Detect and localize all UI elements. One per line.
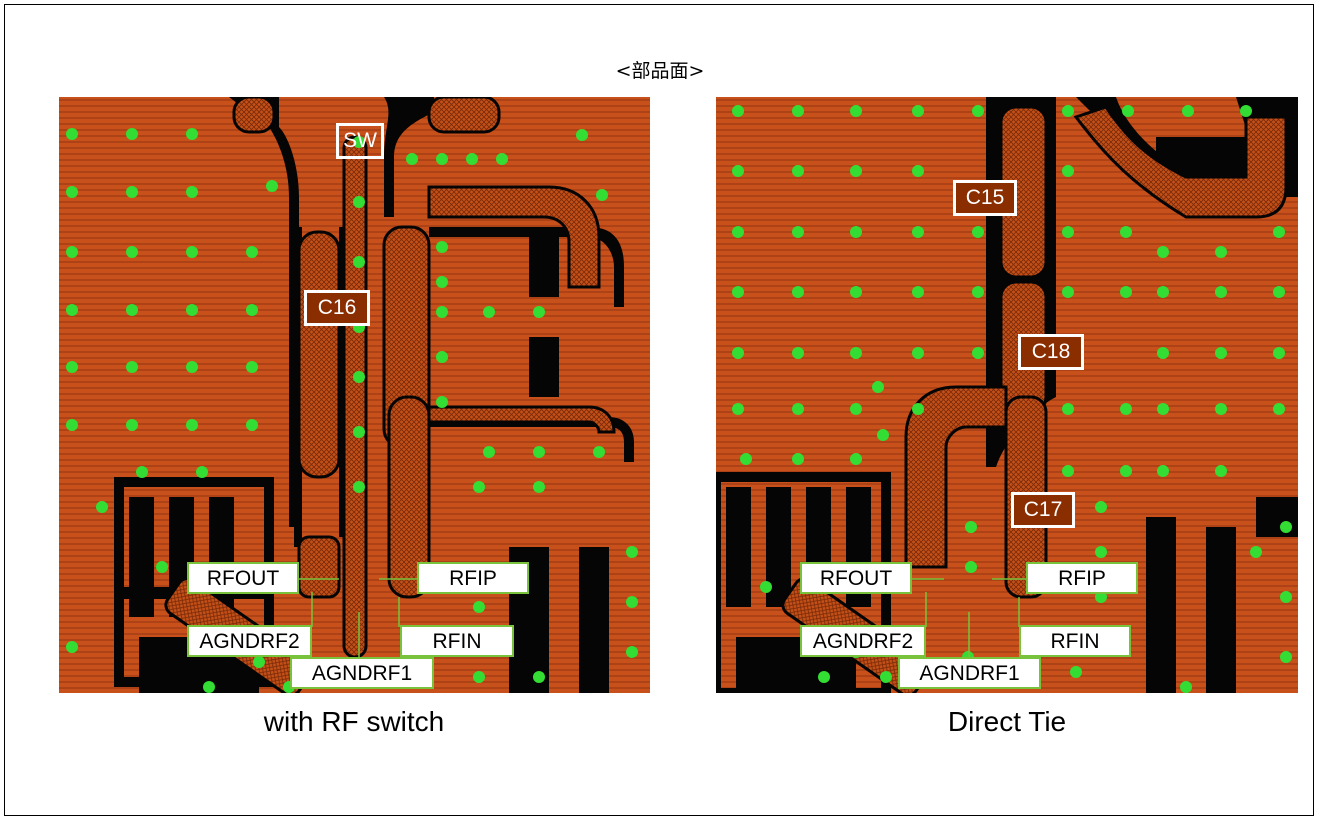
- page-title: <部品面>: [615, 60, 705, 82]
- agndrf1-pin-label: AGNDRF1: [290, 657, 434, 689]
- c16-component-label: C16: [304, 290, 370, 326]
- pcb-layout-with-rf-switch: SW C16 RFOUT RFIP AGNDRF2 RFIN AGNDRF1: [59, 97, 650, 693]
- rfip-pin-label: RFIP: [417, 562, 529, 594]
- rfip-pin-label: RFIP: [1026, 562, 1138, 594]
- rfin-pin-label: RFIN: [1019, 625, 1131, 657]
- rfin-pin-label: RFIN: [400, 625, 514, 657]
- rfout-pin-label: RFOUT: [187, 562, 299, 594]
- c18-component-label: C18: [1018, 334, 1084, 370]
- agndrf2-pin-label: AGNDRF2: [800, 625, 926, 657]
- sw-component-label: SW: [336, 123, 384, 159]
- agndrf2-pin-label: AGNDRF2: [187, 625, 312, 657]
- pcb-layout-direct-tie: C15 C18 C17 RFOUT RFIP AGNDRF2 RFIN AGND…: [716, 97, 1298, 693]
- c15-component-label: C15: [953, 180, 1017, 216]
- agndrf1-pin-label: AGNDRF1: [898, 657, 1041, 689]
- page-frame: [4, 4, 1314, 816]
- c17-component-label: C17: [1011, 492, 1075, 528]
- right-panel-caption: Direct Tie: [947, 706, 1067, 737]
- left-panel-caption: with RF switch: [263, 706, 445, 737]
- rfout-pin-label: RFOUT: [800, 562, 912, 594]
- pcb-artwork-left: [59, 97, 650, 693]
